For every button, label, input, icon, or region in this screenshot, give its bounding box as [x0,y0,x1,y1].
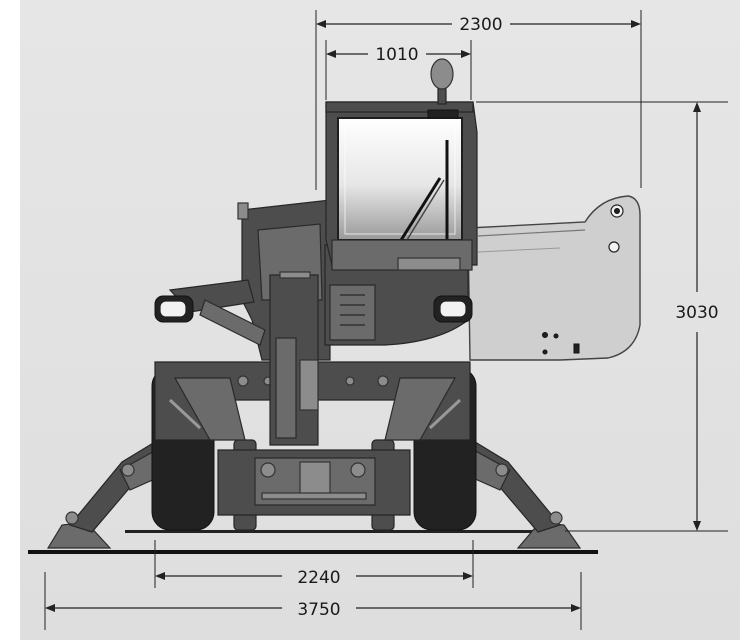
telescopic-boom [467,195,641,361]
dimension-outrigger-span: 3750 [44,572,582,630]
operator-cab [325,58,478,271]
dim-label-3030: 3030 [675,303,718,323]
right-work-light [433,295,473,323]
ground-line-main [28,550,598,554]
dim-label-2300: 2300 [459,15,502,35]
machine-illustration [28,58,641,554]
dimension-track-width: 2240 [154,540,474,588]
dim-label-1010: 1010 [375,45,418,65]
chassis [154,361,471,516]
dim-label-2240: 2240 [297,568,340,588]
dimension-overall-width: 2300 [315,10,642,190]
left-work-light-arm [154,279,266,346]
dim-label-3750: 3750 [297,600,340,620]
ground-line-rear [125,530,565,533]
dimension-height: 3030 [476,101,728,532]
dimension-cab-width: 1010 [325,40,472,100]
